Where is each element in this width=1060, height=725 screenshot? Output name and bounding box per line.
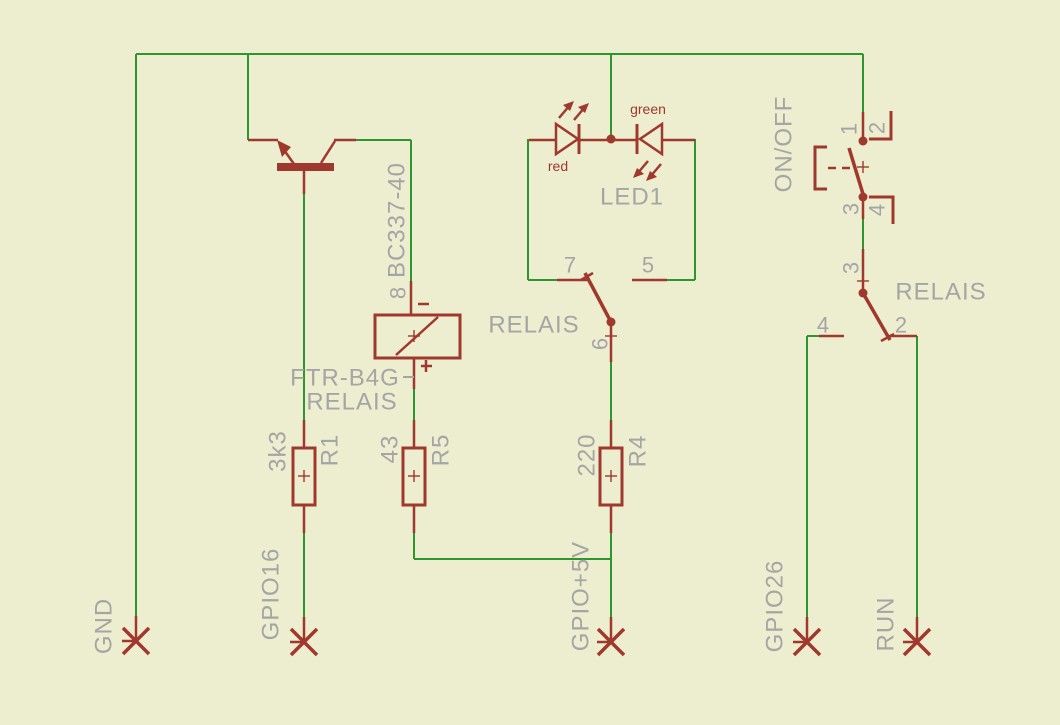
r5-name: R5 xyxy=(428,434,455,467)
contact-a-pin6-number: 6 xyxy=(588,338,613,350)
pin-run[interactable]: RUN xyxy=(873,597,932,657)
net-label-gpio16: GPIO16 xyxy=(258,548,285,641)
net-label-run: RUN xyxy=(873,597,900,652)
nets-wiring[interactable] xyxy=(135,53,918,617)
led1[interactable]: red green LED1 xyxy=(529,101,695,211)
net-label-gpio26: GPIO26 xyxy=(762,560,789,653)
switch-actuator-bracket xyxy=(813,145,827,191)
contact-a-lever[interactable] xyxy=(583,272,613,323)
resistor-r4[interactable]: 220 R4 xyxy=(574,420,652,533)
pin-gnd[interactable]: GND xyxy=(91,598,151,656)
switch-pin3-number: 3 xyxy=(839,203,864,215)
resistor-r1[interactable]: 3k3 R1 xyxy=(265,420,344,533)
switch-pin1-number: 1 xyxy=(837,123,862,135)
coil-box[interactable] xyxy=(373,313,462,360)
contact-b-label: RELAIS xyxy=(895,279,986,306)
switch-label: ON/OFF xyxy=(771,96,798,193)
relay-contact-b[interactable]: 3 4 2 RELAIS xyxy=(817,249,987,343)
base-bar[interactable] xyxy=(277,163,334,171)
r5-value: 43 xyxy=(377,435,404,464)
collector-line[interactable] xyxy=(319,140,337,164)
contact-a-pin5-number: 5 xyxy=(642,253,654,278)
relay-part-name: FTR-B4G xyxy=(290,365,400,392)
contact-b-lever[interactable] xyxy=(861,292,892,341)
pin-gpio16[interactable]: GPIO16 xyxy=(258,548,319,657)
net-label-gpio5v: GPIO+5V xyxy=(568,541,595,651)
switch-pin1-dot xyxy=(858,136,868,146)
green-led-triangle[interactable] xyxy=(637,121,664,157)
relay-part-name2: RELAIS xyxy=(306,389,397,416)
r1-name: R1 xyxy=(317,434,344,467)
emitter-line[interactable] xyxy=(282,149,296,165)
emitter-arrow-icon xyxy=(277,140,291,157)
r4-value: 220 xyxy=(574,433,601,476)
contact-b-pin4-number: 4 xyxy=(817,313,829,338)
switch-pin2-terminal[interactable] xyxy=(869,111,893,141)
switch-pin4-number: 4 xyxy=(865,204,890,216)
relay-coil[interactable]: 8 FTR-B4G RELAIS xyxy=(290,281,462,416)
led-red-label: red xyxy=(548,158,568,174)
switch-pin4-terminal[interactable] xyxy=(869,195,895,224)
r1-value: 3k3 xyxy=(265,430,292,472)
relay-contact-a[interactable]: 7 5 6 RELAIS xyxy=(488,253,667,363)
contact-b-pin3-number: 3 xyxy=(839,262,864,274)
resistor-r5[interactable]: 43 R5 xyxy=(377,420,455,533)
r4-name: R4 xyxy=(625,435,652,468)
transistor-part-label: BC337-40 xyxy=(384,162,411,278)
red-led-emission-arrows-icon xyxy=(558,101,589,121)
net-label-gnd: GND xyxy=(91,598,118,654)
red-led-triangle[interactable] xyxy=(554,121,581,157)
switch-lever[interactable] xyxy=(847,147,865,195)
transistor-bc337[interactable]: BC337-40 xyxy=(248,138,411,278)
led-junction-dot xyxy=(606,134,616,144)
coil-pin-number: 8 xyxy=(386,287,411,299)
pin-gpio5v[interactable]: GPIO+5V xyxy=(568,541,626,657)
green-led-emission-arrows-icon xyxy=(633,160,662,181)
contact-a-pin7-number: 7 xyxy=(564,253,576,278)
contact-a-label: RELAIS xyxy=(488,312,579,339)
pin-gpio26[interactable]: GPIO26 xyxy=(762,560,822,657)
onoff-switch[interactable]: ON/OFF 1 2 3 4 xyxy=(771,96,895,224)
contact-b-pin2-number: 2 xyxy=(895,313,907,338)
led-green-label: green xyxy=(630,101,666,117)
led-name-label: LED1 xyxy=(600,184,664,211)
switch-pin2-number: 2 xyxy=(865,122,890,134)
